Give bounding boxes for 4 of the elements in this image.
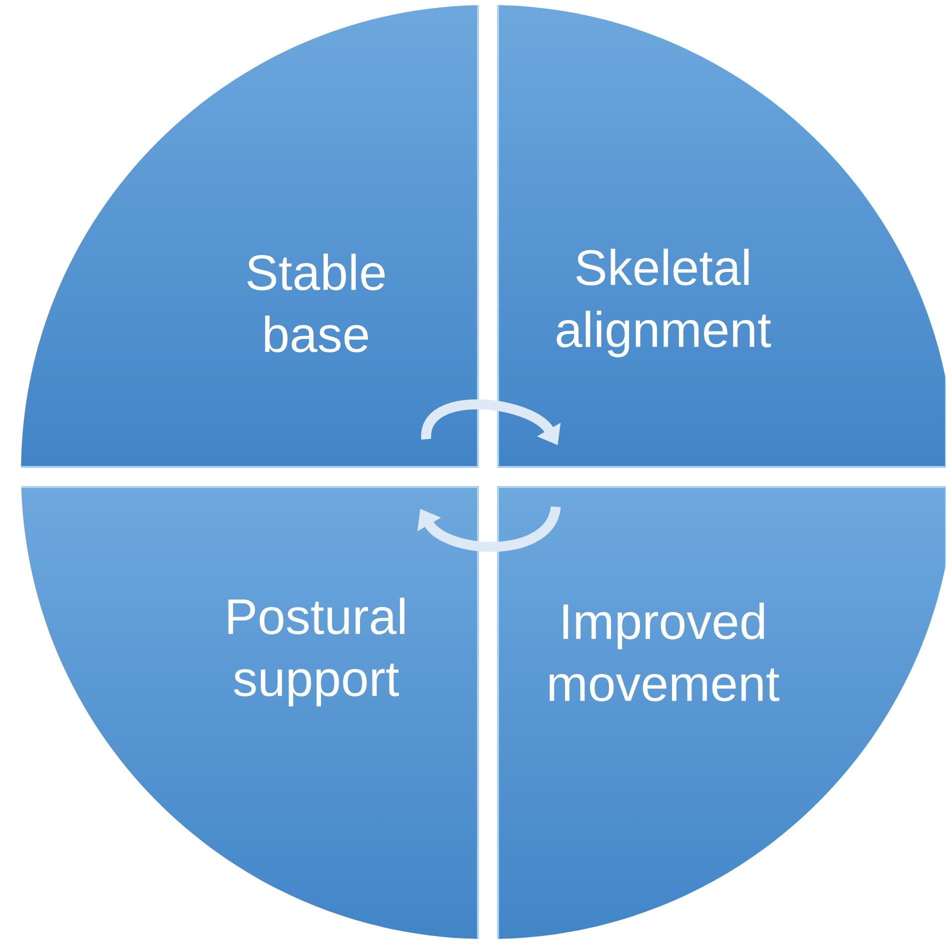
quadrant-segment: Postural support: [21, 486, 479, 939]
quadrant-segment: Improved movement: [497, 486, 946, 939]
quadrant-segment: Stable base: [21, 5, 479, 468]
cycle-arrow: [417, 506, 561, 552]
